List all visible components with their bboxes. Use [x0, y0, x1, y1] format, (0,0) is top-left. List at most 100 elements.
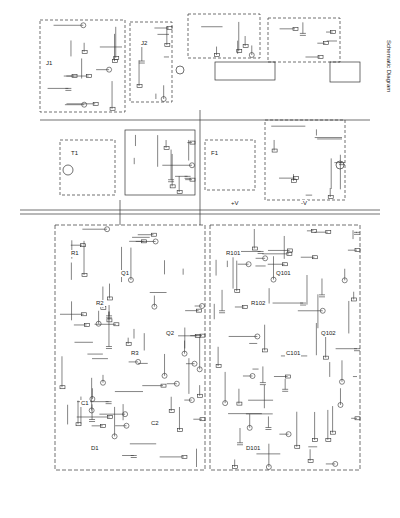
resistor-symbol [318, 56, 323, 59]
wire [229, 336, 258, 337]
wire [321, 278, 322, 294]
wire [293, 174, 294, 181]
wire [71, 263, 72, 280]
resistor-symbol [190, 178, 195, 181]
wire [84, 241, 85, 275]
resistor-symbol [165, 44, 170, 47]
resistor-symbol [312, 256, 317, 259]
capacitor-symbol [282, 389, 288, 391]
wire [129, 361, 138, 362]
resistor-symbol [110, 107, 115, 110]
wire [262, 366, 263, 382]
wire [164, 260, 165, 274]
wire [179, 407, 180, 430]
wire [183, 269, 184, 275]
resistor-symbol [76, 423, 81, 426]
resistor-symbol [167, 27, 172, 30]
resistor-symbol [326, 231, 331, 234]
component-label: F1 [210, 150, 219, 157]
wire [166, 140, 167, 148]
resistor-symbol [126, 342, 131, 345]
bus-wire [20, 110, 380, 225]
resistor-symbol [101, 424, 106, 427]
wire [157, 135, 158, 167]
component-label: R102 [250, 300, 266, 307]
wire [353, 292, 354, 300]
section-outline [188, 14, 260, 58]
wire [139, 60, 140, 86]
resistor-symbol [80, 244, 85, 247]
resistor-symbol [101, 307, 106, 310]
wire [199, 337, 200, 369]
wire [332, 406, 333, 433]
resistor-symbol [283, 263, 288, 266]
component-label: -V [300, 200, 308, 207]
wire [214, 304, 215, 319]
resistor-symbol [200, 418, 205, 421]
wire [135, 135, 136, 146]
wire [74, 342, 92, 343]
wire [284, 236, 285, 259]
wire [326, 32, 333, 33]
section-outline [265, 120, 345, 200]
component-label: C1 [80, 400, 90, 407]
wire [187, 142, 192, 143]
transistor-symbol [286, 432, 291, 437]
resistor-symbol [113, 60, 118, 63]
wire [193, 419, 202, 420]
transistor-symbol [247, 425, 252, 430]
wire [130, 443, 156, 444]
resistor-symbol [177, 429, 182, 432]
wire [155, 94, 156, 99]
drawing-title: Schematic Diagram [385, 40, 392, 92]
capacitor-symbol [131, 456, 137, 458]
wire [171, 397, 172, 411]
wire [314, 412, 315, 440]
wire [138, 363, 148, 364]
wire [238, 389, 239, 404]
resistor-symbol [137, 85, 142, 88]
resistor-symbol [177, 191, 182, 194]
resistor-symbol [286, 375, 291, 378]
wire [269, 288, 270, 303]
resistor-symbol [355, 249, 360, 252]
wire [317, 138, 342, 139]
wire [65, 104, 84, 105]
wire [67, 405, 68, 425]
wire [142, 385, 163, 386]
wire [115, 27, 116, 58]
wire [92, 358, 108, 359]
capacitor-symbol [300, 33, 306, 35]
wire [78, 401, 79, 425]
resistor-symbol [237, 50, 242, 53]
wire [298, 310, 323, 311]
wire [157, 34, 169, 35]
resistor-symbol [272, 149, 277, 152]
wire [184, 328, 185, 349]
resistor-symbol [328, 196, 333, 199]
wire [114, 34, 115, 61]
resistor-symbol [72, 75, 77, 78]
wire [92, 425, 103, 426]
transistor-symbol [223, 401, 228, 406]
resistor-symbol [237, 402, 242, 405]
wire [188, 140, 189, 161]
transistor-symbol [105, 227, 110, 232]
wire [273, 256, 274, 279]
transistor-symbol [89, 408, 94, 413]
resistor-symbol [93, 102, 98, 105]
wire [238, 264, 249, 265]
resistor-symbol [326, 438, 331, 441]
resistor-symbol [82, 50, 87, 53]
resistor-symbol [324, 356, 329, 359]
transistor-symbol [200, 304, 205, 309]
transistor-symbol [192, 361, 197, 366]
wire [327, 410, 328, 440]
resistor-symbol [82, 313, 87, 316]
capacitor-symbol [65, 88, 71, 90]
wire [132, 237, 150, 238]
transistor-symbol [82, 102, 87, 107]
resistor-symbol [308, 459, 313, 462]
wire [240, 428, 241, 443]
channel-outline [210, 225, 360, 470]
